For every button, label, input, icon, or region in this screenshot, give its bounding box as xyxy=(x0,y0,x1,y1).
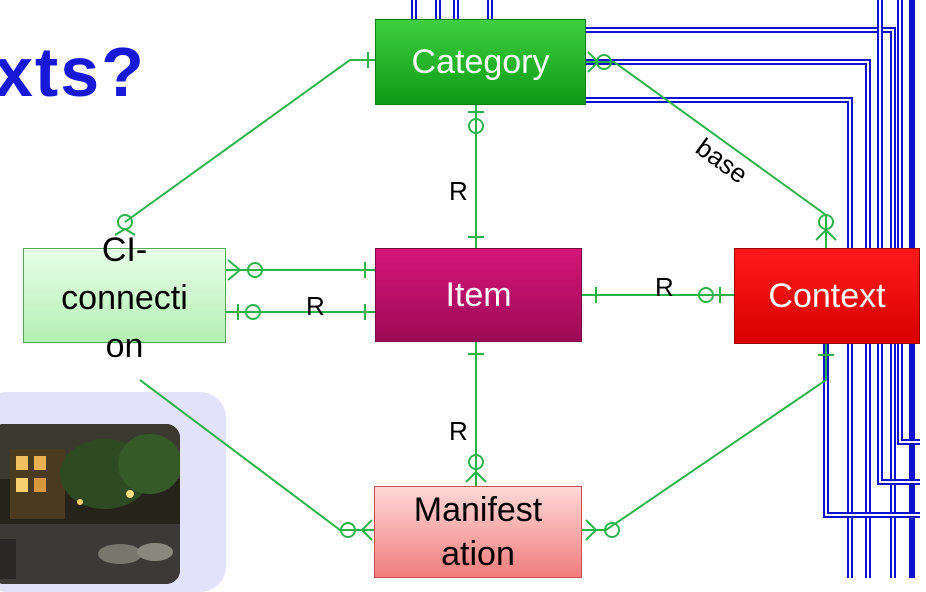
entity-ci-connection: CI- connecti on xyxy=(23,231,226,365)
relationship-lines xyxy=(114,51,837,541)
entity-context-label: Context xyxy=(768,276,886,315)
relationship-label-category-item: R xyxy=(449,176,468,206)
relationship-label-ci-item: R xyxy=(306,291,325,321)
street-photo-image xyxy=(0,424,180,584)
relationship-label-item-context: R xyxy=(655,272,674,302)
entity-ci-connection-line-2: connecti xyxy=(61,278,188,317)
entity-manifestation-line-2: ation xyxy=(441,535,515,573)
diagram-connectors xyxy=(114,0,920,578)
entity-category: Category xyxy=(375,19,586,105)
entity-item-label: Item xyxy=(445,275,512,314)
entity-ci-connection-line-1: CI- xyxy=(101,230,148,269)
entity-category-label: Category xyxy=(411,42,550,81)
entity-item: Item xyxy=(375,248,582,342)
entity-ci-connection-line-3: on xyxy=(105,326,144,365)
entity-manifestation-line-1: Manifest xyxy=(413,491,543,529)
street-photo xyxy=(0,424,180,584)
entity-manifestation: Manifest ation xyxy=(374,486,582,578)
relationship-label-item-manifestation: R xyxy=(449,416,468,446)
slide-title: xts? xyxy=(0,33,146,111)
entity-context: Context xyxy=(734,248,920,344)
